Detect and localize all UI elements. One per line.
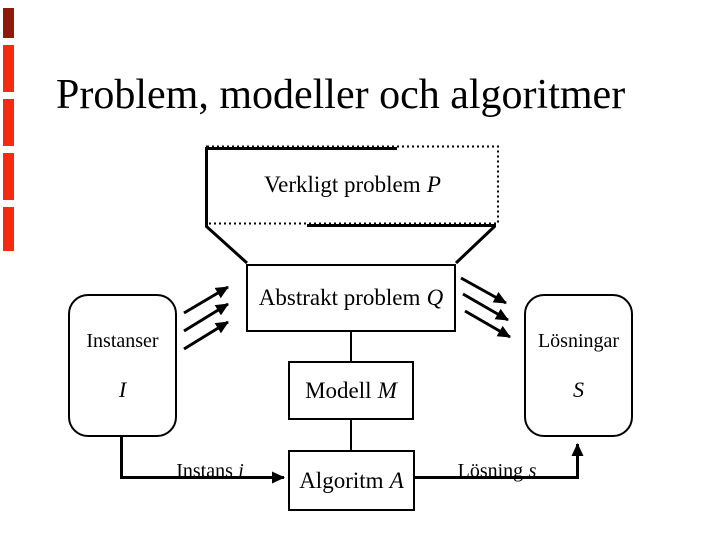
instances-to-abstract-arrows (183, 285, 229, 351)
algorithm-symbol: A (389, 467, 404, 493)
solutions-symbol: S (573, 377, 584, 402)
abstract-problem-text: Abstrakt problem (258, 285, 421, 310)
solutions-label: Lösningar (537, 330, 620, 352)
abstract-problem-symbol: Q (426, 285, 444, 310)
real-problem-symbol: P (426, 171, 441, 197)
instance-flow-arrow (120, 437, 285, 484)
left-accent-bar (3, 8, 14, 251)
instances-box: Instanser I (68, 294, 177, 437)
abstract-to-solutions-arrows (460, 276, 511, 339)
accent-bar-segment (3, 99, 14, 146)
solution-edge-symbol: s (528, 459, 537, 482)
solution-edge-text: Lösning (457, 459, 524, 482)
real-problem-dotted-box (206, 145, 499, 225)
model-symbol: M (377, 377, 397, 403)
instance-edge-symbol: i (238, 459, 244, 482)
page-title: Problem, modeller och algoritmer (56, 72, 626, 118)
instances-symbol: I (118, 377, 127, 402)
solutions-box: Lösningar S (524, 294, 633, 437)
model-text: Modell (305, 377, 372, 403)
accent-bar-segment (3, 153, 14, 200)
instance-edge-text: Instans (176, 459, 233, 482)
solution-flow-arrow (415, 443, 584, 479)
funnel-left-diagonal (204, 224, 249, 265)
funnel-right-diagonal (454, 224, 497, 265)
accent-bar-segment (3, 207, 14, 251)
algorithm-text: Algoritm (299, 467, 384, 493)
accent-bar-segment (3, 8, 14, 38)
instances-label: Instanser (86, 330, 159, 352)
real-problem-text: Verkligt problem (264, 171, 421, 197)
funnel-outline-top-left (205, 147, 397, 227)
accent-bar-segment (3, 45, 14, 92)
